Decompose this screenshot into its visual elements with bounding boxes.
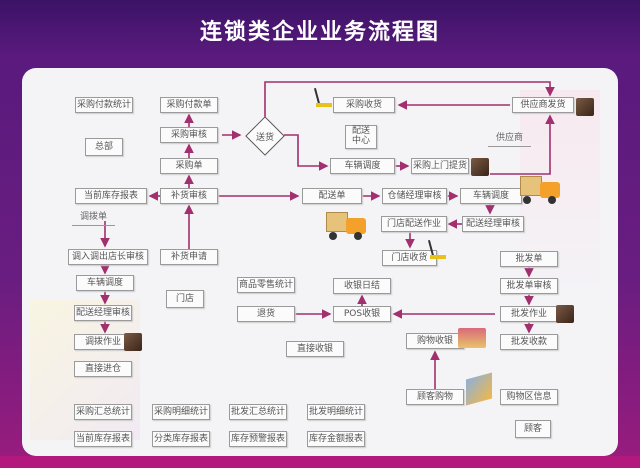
node-purchase-order[interactable]: 采购单: [160, 158, 218, 174]
node-return[interactable]: 退货: [237, 306, 295, 322]
truck-icon: [520, 176, 560, 204]
node-replenish-review[interactable]: 补货审核: [160, 188, 218, 204]
report-item[interactable]: 采购汇总统计: [74, 404, 132, 420]
node-dist-order[interactable]: 配送单: [302, 188, 362, 204]
node-direct-stock-in[interactable]: 直接进仓: [74, 361, 132, 377]
node-warehouse-mgr-review[interactable]: 仓储经理审核: [382, 188, 447, 204]
node-vehicle-dispatch-1[interactable]: 车辆调度: [330, 158, 395, 174]
node-transfer-order: 调拨单: [72, 209, 116, 226]
node-customer-shopping[interactable]: 顾客购物: [406, 389, 464, 405]
section-hq: 总部: [85, 138, 123, 156]
node-dist-mgr-review-1[interactable]: 配送经理审核: [462, 216, 524, 232]
delivery-label: 送货: [255, 133, 274, 143]
report-item[interactable]: 库存预警报表: [229, 431, 287, 447]
box-icon: [471, 158, 489, 176]
node-shop-checkout[interactable]: 购物收银: [406, 333, 464, 349]
report-item[interactable]: 当前库存报表: [74, 431, 132, 447]
node-wholesale-work[interactable]: 批发作业: [500, 306, 558, 322]
report-item[interactable]: 批发明细统计: [307, 404, 365, 420]
node-pos[interactable]: POS收银: [333, 306, 391, 322]
report-item[interactable]: 分类库存报表: [152, 431, 210, 447]
node-wholesale-collect[interactable]: 批发收款: [500, 334, 558, 350]
node-purchase-pay-order[interactable]: 采购付款单: [160, 97, 218, 113]
node-dist-mgr-review-2[interactable]: 配送经理审核: [74, 305, 132, 321]
report-item[interactable]: 批发汇总统计: [229, 404, 287, 420]
node-daily-settle[interactable]: 收银日结: [333, 278, 391, 294]
box-icon: [576, 98, 594, 116]
box-icon: [124, 333, 142, 351]
node-vehicle-dispatch-2[interactable]: 车辆调度: [460, 188, 522, 204]
section-dc: 配送 中心: [345, 125, 377, 149]
report-item[interactable]: 库存金额报表: [307, 431, 365, 447]
section-customer: 顾客: [515, 420, 551, 438]
node-wholesale-review[interactable]: 批发单审核: [500, 278, 558, 294]
node-wholesale-order[interactable]: 批发单: [500, 251, 558, 267]
node-purchase-review[interactable]: 采购审核: [160, 127, 218, 143]
report-item[interactable]: 采购明细统计: [152, 404, 210, 420]
section-store: 门店: [166, 290, 204, 308]
node-vehicle-dispatch-3[interactable]: 车辆调度: [76, 275, 134, 291]
truck-icon: [326, 212, 366, 240]
node-purchase-receive[interactable]: 采购收货: [333, 97, 395, 113]
node-replenish-apply[interactable]: 补货申请: [160, 249, 218, 265]
node-shopping-area-info[interactable]: 购物区信息: [500, 389, 558, 405]
node-direct-checkout[interactable]: 直接收银: [286, 341, 344, 357]
section-supplier: 供应商: [488, 130, 532, 147]
bottom-band: [0, 456, 640, 468]
node-supplier-ship[interactable]: 供应商发货: [512, 97, 574, 113]
page-title: 连锁类企业业务流程图: [199, 20, 440, 45]
node-retail-stats[interactable]: 商品零售统计: [237, 277, 295, 293]
box-icon: [556, 305, 574, 323]
node-purchase-pickup[interactable]: 采购上门提货: [411, 158, 469, 174]
pallet-jack-icon: [312, 88, 332, 110]
node-current-stock-report[interactable]: 当前库存报表: [75, 188, 147, 204]
node-store-dist-work[interactable]: 门店配送作业: [381, 216, 447, 232]
node-purchase-pay-stats[interactable]: 采购付款统计: [75, 97, 133, 113]
pallet-jack-icon: [426, 240, 446, 262]
cash-register-icon: [458, 328, 486, 348]
node-transfer-mgr-review[interactable]: 调入调出店长审核: [68, 249, 148, 265]
